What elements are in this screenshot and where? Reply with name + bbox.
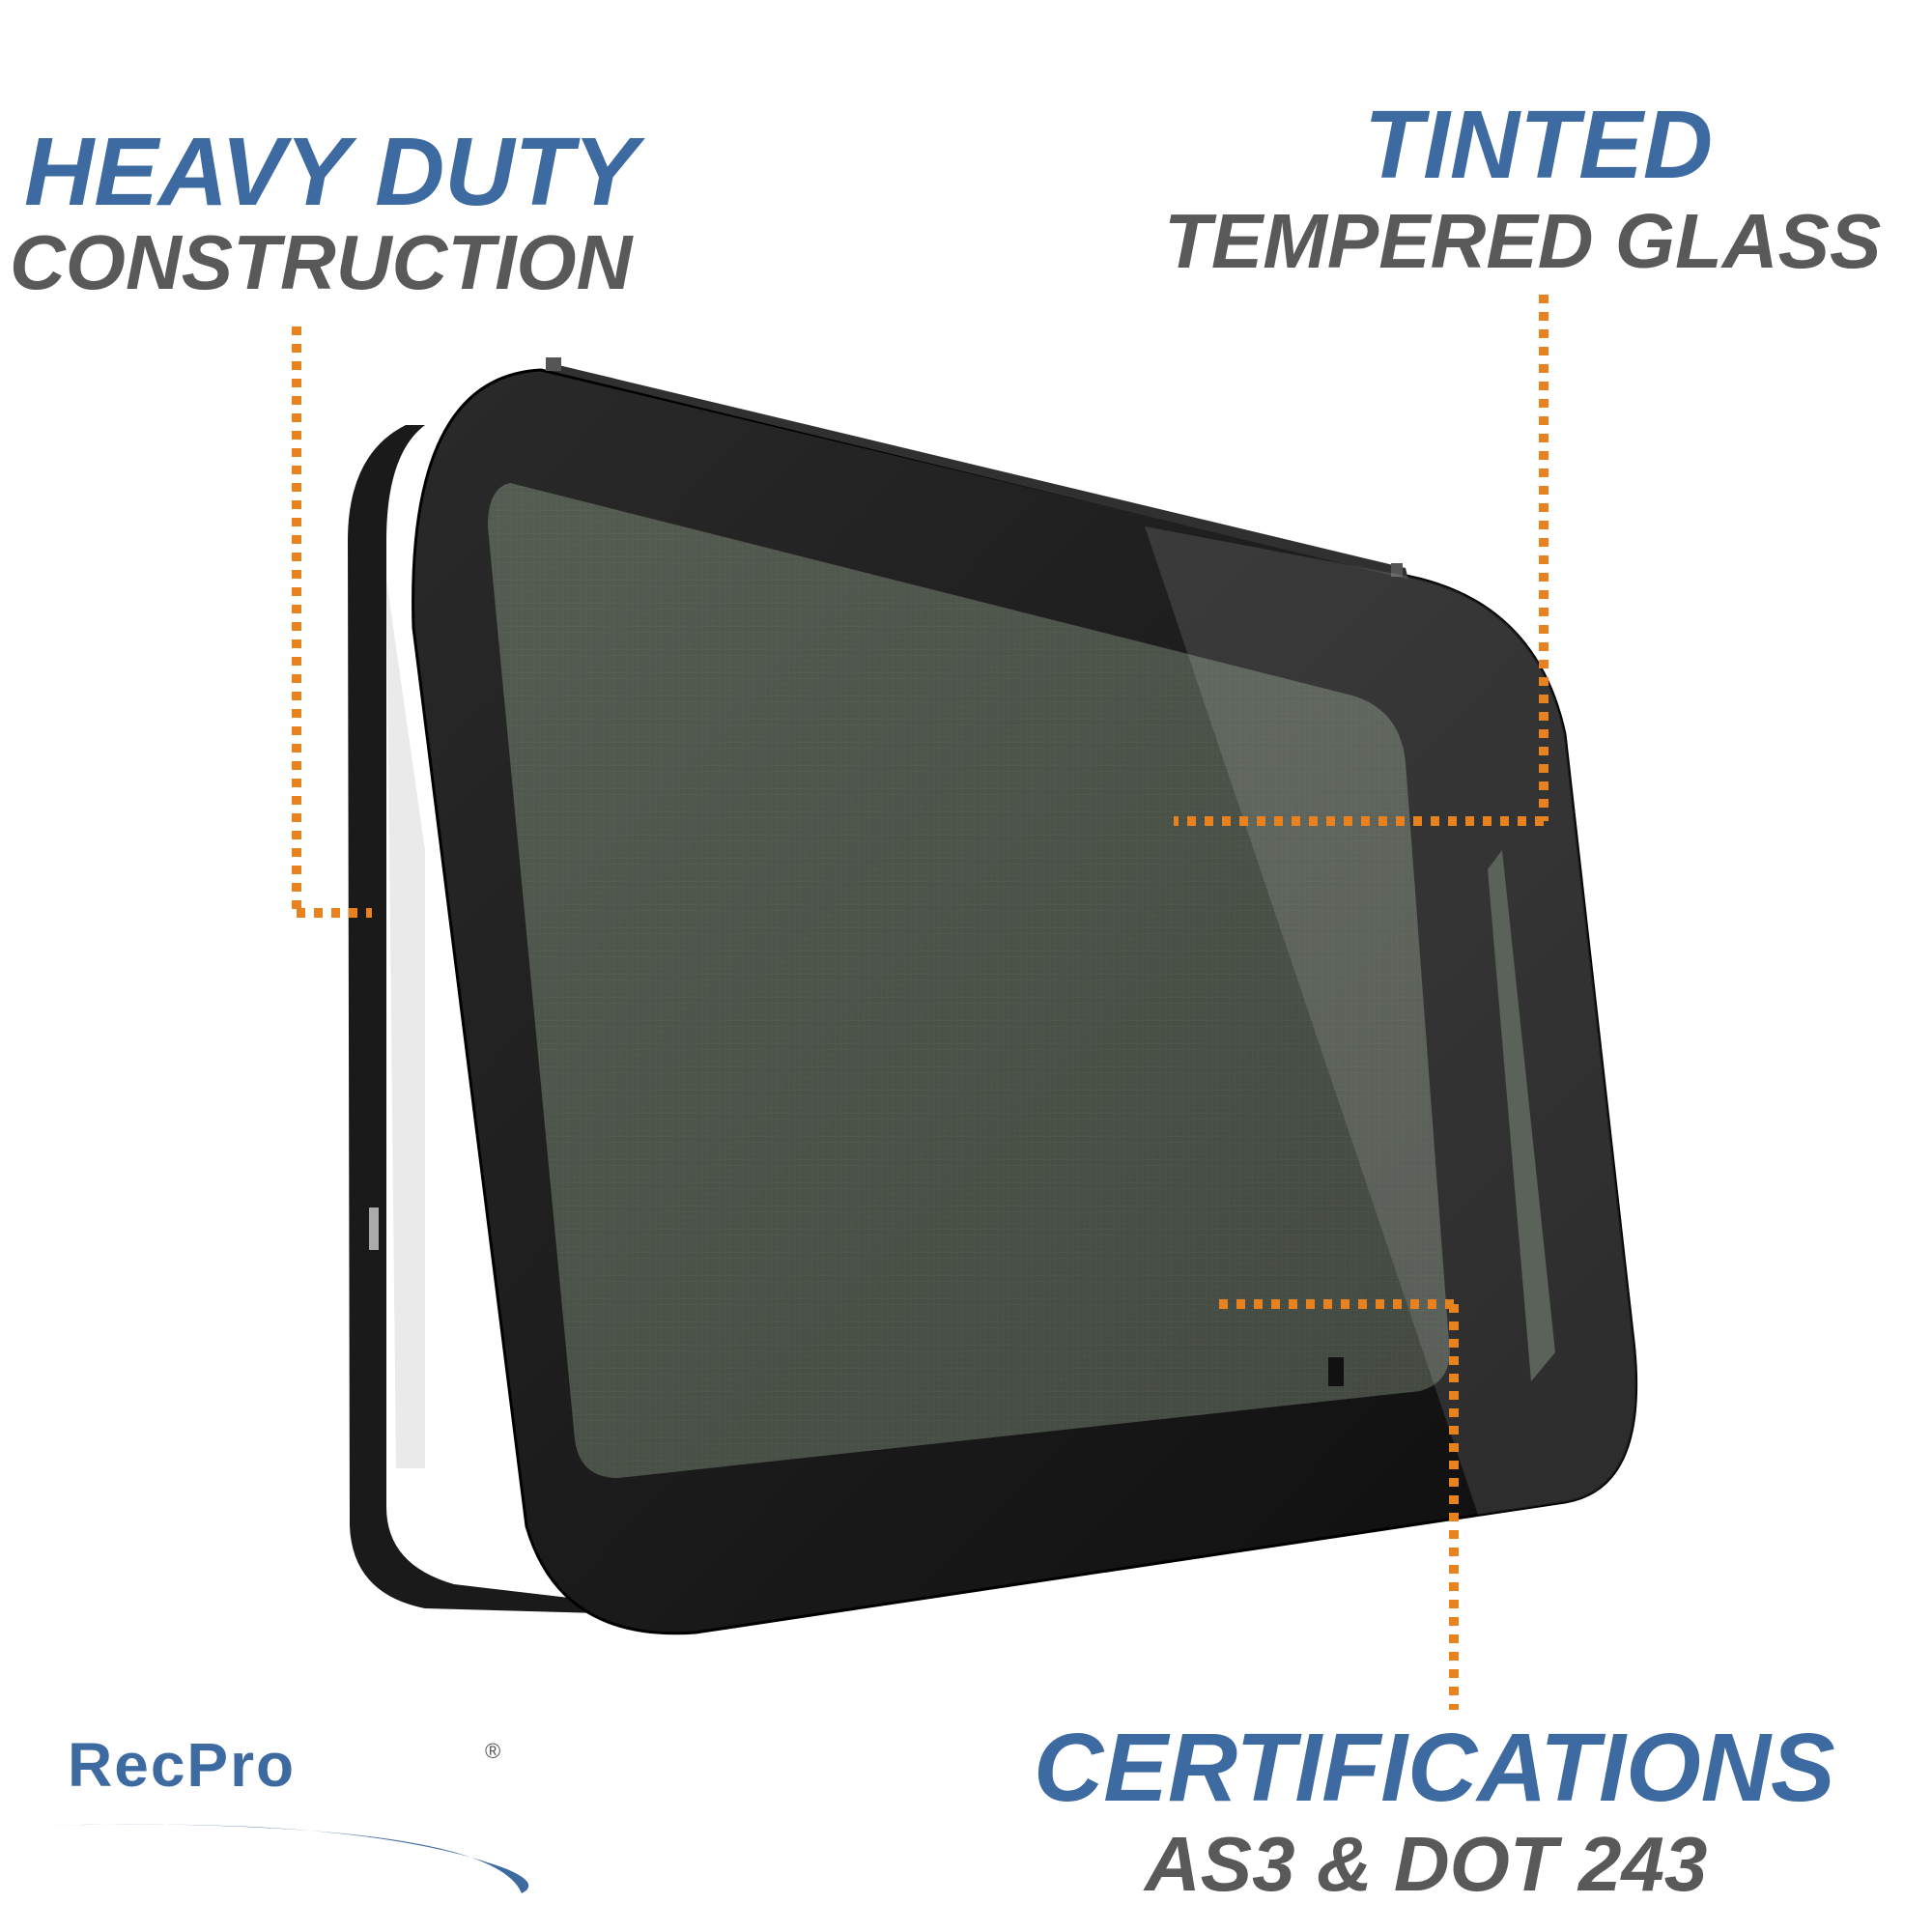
tinted-subtitle: TEMPERED GLASS [1164,198,1882,284]
certifications-title: CERTIFICATIONS [1034,1714,1835,1822]
tinted-leader-line [1174,295,1548,826]
certifications-subtitle: AS3 & DOT 243 [1145,1821,1708,1907]
heavy-duty-title: HEAVY DUTY [24,118,639,226]
window-rear-frame [348,425,618,1613]
recpro-logo: RecPro ® [39,1710,541,1903]
heavy-duty-subtitle: CONSTRUCTION [10,219,633,305]
heavy-duty-leader-line [292,327,372,918]
tinted-glass-pane [488,483,1636,1515]
certifications-leader-line [1219,1299,1459,1710]
registered-mark: ® [485,1739,501,1763]
tinted-title: TINTED [1364,91,1714,199]
recpro-logo-text: RecPro [68,1730,297,1800]
